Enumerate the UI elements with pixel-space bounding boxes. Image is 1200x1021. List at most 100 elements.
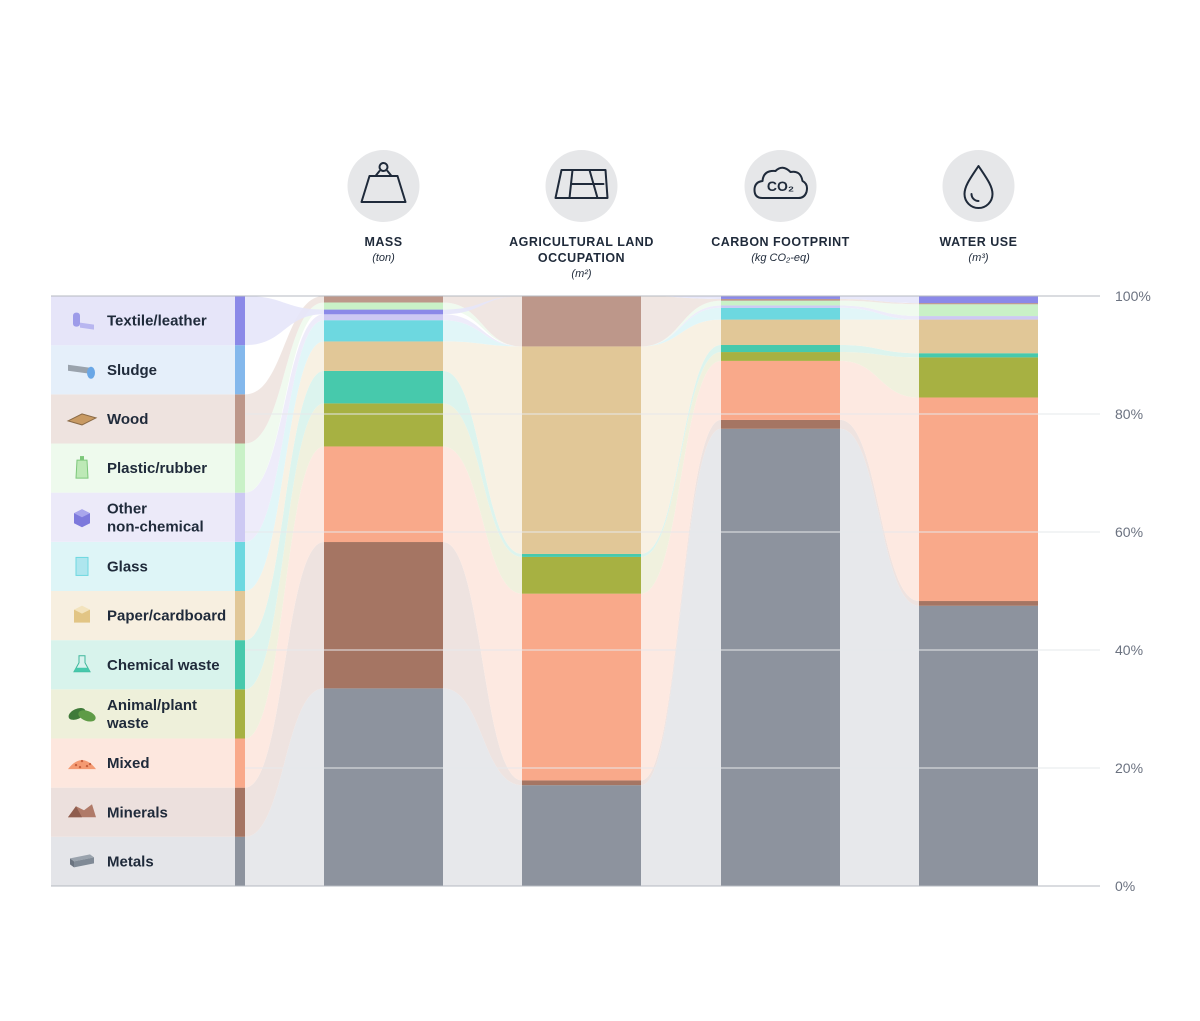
legend-label: Wood <box>107 411 148 428</box>
legend-item-mixed: Mixed <box>51 738 245 788</box>
cube-icon <box>74 509 90 528</box>
bar-segment-wood <box>522 296 641 347</box>
bar-segment-animal-plant-waste <box>721 352 840 361</box>
legend-item-plastic-rubber: Plastic/rubber <box>51 443 245 493</box>
bar-segment-chemical-waste <box>324 370 443 404</box>
flow-mixed <box>641 360 721 781</box>
pipe-icon <box>68 364 95 379</box>
bar-segment-metals <box>522 785 641 886</box>
legend-label: Chemical waste <box>107 657 220 674</box>
bar-segment-paper-cardboard <box>721 319 840 345</box>
bar-segment-animal-plant-waste <box>919 357 1038 398</box>
bar-segment-minerals <box>522 780 641 786</box>
legend-color-strip <box>235 591 245 641</box>
flow-metals <box>443 688 522 886</box>
y-axis: 0%20%40%60%80%100% <box>51 288 1151 894</box>
bar-segment-wood <box>324 296 443 303</box>
legend-label: Minerals <box>107 804 168 821</box>
flow-glass <box>840 307 919 320</box>
bar-segment-metals <box>919 605 1038 886</box>
bar-segment-minerals <box>919 601 1038 606</box>
bar-segment-plastic-rubber <box>919 304 1038 317</box>
legend-item-chemical-waste: Chemical waste <box>51 640 245 690</box>
y-tick-label: 60% <box>1115 524 1143 540</box>
column-title: OCCUPATION <box>538 251 625 265</box>
flow-wood <box>443 296 522 347</box>
flow-chemical-waste <box>641 344 721 557</box>
column-unit: (kg CO₂-eq) <box>751 252 810 264</box>
flow-wood <box>840 298 919 305</box>
legend-item-paper-cardboard: Paper/cardboard <box>51 591 245 641</box>
flow-glass <box>641 307 721 347</box>
bar-column-3 <box>721 296 840 886</box>
legend-label: Paper/cardboard <box>107 608 226 625</box>
bar-segment-mixed <box>919 397 1038 602</box>
wood-plank-icon <box>66 413 98 426</box>
metal-beam-icon <box>70 854 94 868</box>
bar-segment-paper-cardboard <box>324 341 443 371</box>
legend-color-strip <box>235 689 245 739</box>
flow-other-non-chemical <box>443 314 522 347</box>
flow-textile-leather <box>641 296 721 299</box>
legend-item-textile-leather: Textile/leather <box>51 296 245 346</box>
minerals-icon <box>68 804 96 818</box>
flow-minerals <box>641 419 721 786</box>
flow-minerals <box>840 419 919 606</box>
bar-segment-chemical-waste <box>919 353 1038 358</box>
flow-textile-leather <box>443 296 522 315</box>
icon-circle <box>942 150 1015 222</box>
bar-segment-mixed <box>721 360 840 420</box>
bar-segment-plastic-rubber <box>721 300 840 306</box>
bar-segment-glass <box>324 320 443 342</box>
bar-segment-mixed <box>522 593 641 781</box>
legend-item-glass: Glass <box>51 541 245 591</box>
bar-segment-textile-leather <box>721 296 840 299</box>
column-unit: (ton) <box>372 252 395 264</box>
legend-color-strip <box>235 640 245 690</box>
bar-column-4 <box>919 296 1038 886</box>
box-icon <box>74 605 90 623</box>
y-tick-label: 100% <box>1115 288 1151 304</box>
legend-label: Mixed <box>107 755 150 772</box>
flow-minerals <box>245 542 324 837</box>
legend-color-strip <box>235 836 245 886</box>
bar-segment-paper-cardboard <box>522 346 641 554</box>
legend-item-wood: Wood <box>51 394 245 444</box>
legend-label: Textile/leather <box>107 313 207 330</box>
bar-segment-other-non-chemical <box>324 314 443 321</box>
legend-row-bg <box>51 296 235 346</box>
legend-item-minerals: Minerals <box>51 787 245 837</box>
column-header-1: MASS(ton) <box>347 150 420 264</box>
bar-segment-wood <box>919 303 1038 305</box>
legend-color-strip <box>235 394 245 444</box>
legend-color-strip <box>235 443 245 493</box>
bar-segment-glass <box>721 307 840 320</box>
icon-circle <box>347 150 420 222</box>
flow-minerals <box>443 542 522 786</box>
flow-chemical-waste <box>840 344 919 358</box>
bar-segment-minerals <box>324 542 443 689</box>
legend-label: Glass <box>107 558 148 575</box>
legend-color-strip <box>235 492 245 542</box>
legend-color-strip <box>235 541 245 591</box>
flow-glass <box>443 320 522 347</box>
bar-segment-other-non-chemical <box>721 305 840 308</box>
legend-color-strip <box>235 738 245 788</box>
flow-mixed <box>443 446 522 781</box>
weight-icon <box>360 162 407 203</box>
column-title: AGRICULTURAL LAND <box>509 235 654 249</box>
y-tick-label: 0% <box>1115 878 1135 894</box>
bar-column-1 <box>324 296 443 886</box>
flow-plastic-rubber <box>840 300 919 317</box>
flow-other-non-chemical <box>840 305 919 320</box>
flow-wood <box>641 296 721 347</box>
glass-icon <box>75 556 89 576</box>
column-headers: MASS(ton)AGRICULTURAL LANDOCCUPATION(m²)… <box>347 150 1017 280</box>
bar-segment-textile-leather <box>919 296 1038 304</box>
